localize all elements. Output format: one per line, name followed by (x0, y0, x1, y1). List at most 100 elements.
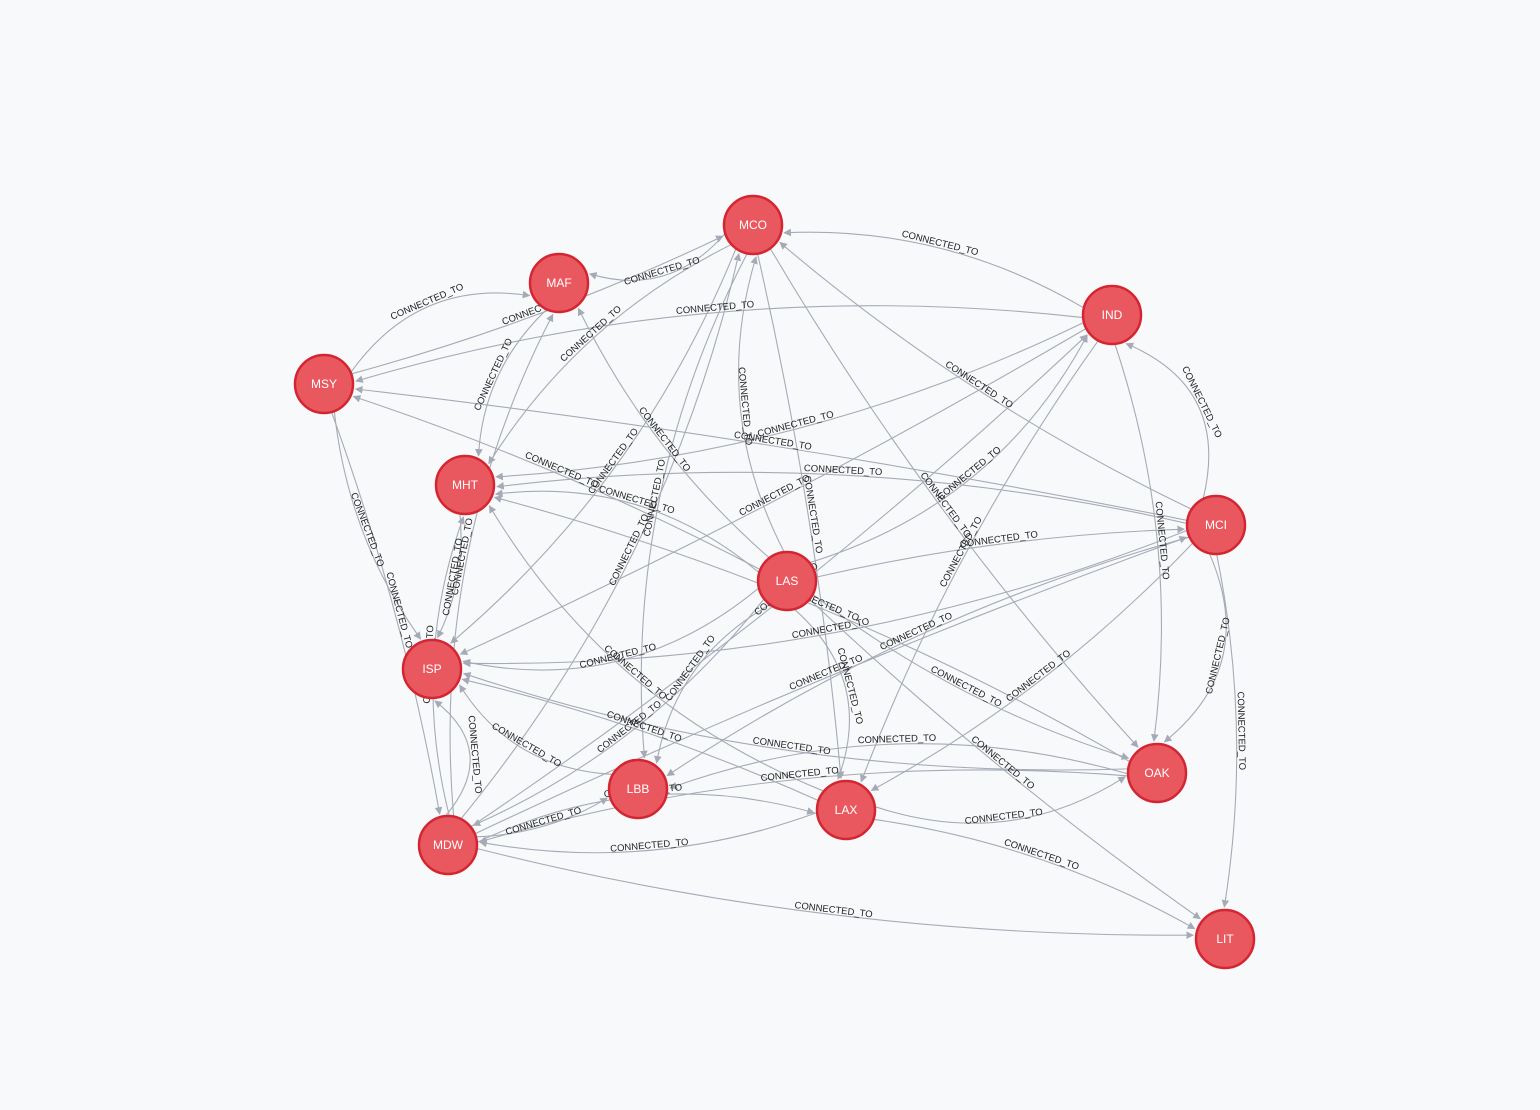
node-circle[interactable] (722, 194, 784, 256)
node-lbb[interactable]: LBB (607, 758, 669, 820)
relationship-edge[interactable] (354, 385, 1188, 522)
node-ind[interactable]: IND (1081, 284, 1143, 346)
node-circle[interactable] (1126, 742, 1188, 804)
relationship-label: CONNECTED_TO (389, 282, 465, 323)
relationship-edge[interactable] (738, 256, 785, 553)
relationship-edge[interactable] (333, 411, 422, 640)
relationship-edge[interactable] (462, 529, 1188, 668)
node-mdw[interactable]: MDW (417, 814, 479, 876)
relationship-edge[interactable] (769, 248, 1139, 748)
node-circle[interactable] (401, 638, 463, 700)
node-lit[interactable]: LIT (1194, 908, 1256, 970)
relationship-label: CONNECTED_TO (969, 734, 1037, 792)
relationship-edge[interactable] (669, 743, 1129, 790)
relationship-label: CONNECTED_TO (663, 633, 718, 703)
relationship-edge[interactable] (351, 235, 724, 375)
relationship-edge[interactable] (809, 334, 1088, 564)
node-label: MDW (433, 838, 464, 852)
relationship-edge[interactable] (476, 847, 1194, 940)
relationship-edge[interactable] (437, 513, 462, 639)
relationship-edge[interactable] (815, 525, 1186, 578)
node-circle[interactable] (756, 550, 818, 612)
relationship-edge[interactable] (1216, 553, 1238, 908)
node-circle[interactable] (1081, 284, 1143, 346)
node-label: LBB (627, 782, 650, 796)
relationship-edge[interactable] (449, 313, 554, 817)
relationship-edge[interactable] (472, 598, 765, 827)
relationship-edge[interactable] (352, 395, 761, 571)
relationship-edge[interactable] (488, 505, 825, 792)
relationship-edge[interactable] (870, 542, 1194, 791)
node-circle[interactable] (528, 252, 590, 314)
relationship-edge[interactable] (812, 593, 1130, 760)
node-msy[interactable]: MSY (293, 353, 355, 415)
node-lax[interactable]: LAX (815, 779, 877, 841)
node-isp[interactable]: ISP (401, 638, 463, 700)
relationship-edge[interactable] (1114, 343, 1163, 742)
node-label: MSY (311, 377, 337, 391)
node-circle[interactable] (1185, 494, 1247, 556)
relationship-edge[interactable] (577, 307, 770, 559)
relationship-edge[interactable] (809, 598, 1201, 920)
node-circle[interactable] (1194, 908, 1256, 970)
relationship-edge[interactable] (355, 305, 1084, 383)
relationship-edge[interactable] (474, 536, 1188, 835)
relationship-edge[interactable] (666, 536, 1190, 777)
relationship-edge[interactable] (459, 327, 1087, 655)
node-circle[interactable] (434, 454, 496, 516)
relationship-edge[interactable] (479, 812, 818, 854)
relationship-edge[interactable] (873, 818, 1196, 930)
node-maf[interactable]: MAF (528, 252, 590, 314)
node-label: LAX (835, 803, 858, 817)
relationship-edge[interactable] (462, 672, 1129, 771)
node-circle[interactable] (417, 814, 479, 876)
relationship-edge[interactable] (479, 769, 1129, 844)
node-mci[interactable]: MCI (1185, 494, 1247, 556)
relationship-label: CONNECTED_TO (623, 255, 701, 288)
node-layer: MCO MAF IND MSY MHT MCI LAS ISP OAK LBB LAX MDW LIT (293, 194, 1256, 970)
relationship-edge[interactable] (588, 232, 726, 281)
relationship-edge[interactable] (757, 253, 845, 780)
relationship-edge[interactable] (640, 253, 748, 759)
relationship-label: CONNECTED_TO (504, 805, 582, 838)
node-circle[interactable] (293, 353, 355, 415)
node-label: MCO (739, 218, 767, 232)
relationship-edge[interactable] (494, 489, 760, 574)
relationship-edge[interactable] (459, 684, 613, 775)
relationship-edge[interactable] (779, 241, 1192, 510)
relationship-edge[interactable] (350, 290, 531, 373)
node-label: OAK (1144, 766, 1169, 780)
relationship-edge[interactable] (860, 340, 1099, 783)
relationship-edge[interactable] (462, 587, 760, 671)
node-label: IND (1102, 308, 1123, 322)
relationship-edge[interactable] (1163, 552, 1227, 743)
node-label: ISP (422, 662, 441, 676)
relationship-edge[interactable] (450, 248, 737, 644)
relationship-edge[interactable] (874, 776, 1126, 824)
relationship-edge[interactable] (783, 228, 1085, 309)
relationship-edge[interactable] (793, 608, 850, 780)
node-circle[interactable] (815, 779, 877, 841)
relationship-edge[interactable] (488, 243, 732, 465)
relationship-edge[interactable] (460, 252, 742, 820)
relationship-label: CONNECTED_TO (756, 409, 835, 440)
relationship-edge[interactable] (1125, 342, 1210, 500)
relationship-edge[interactable] (495, 321, 1085, 481)
relationship-edge[interactable] (496, 471, 1188, 524)
node-label: MHT (452, 478, 479, 492)
relationship-edge[interactable] (461, 677, 819, 802)
relationship-edge[interactable] (331, 411, 443, 815)
node-las[interactable]: LAS (756, 550, 818, 612)
relationship-label: CONNECTED_TO (1235, 691, 1248, 770)
relationship-edge[interactable] (434, 700, 471, 817)
node-circle[interactable] (607, 758, 669, 820)
relationship-label: CONNECTED_TO (964, 807, 1043, 827)
node-mco[interactable]: MCO (722, 194, 784, 256)
relationship-label: CONNECTED_TO (791, 616, 870, 641)
node-mht[interactable]: MHT (434, 454, 496, 516)
node-oak[interactable]: OAK (1126, 742, 1188, 804)
node-label: LIT (1216, 932, 1234, 946)
relationship-edge[interactable] (475, 308, 548, 457)
relationship-edge[interactable] (493, 495, 1131, 763)
